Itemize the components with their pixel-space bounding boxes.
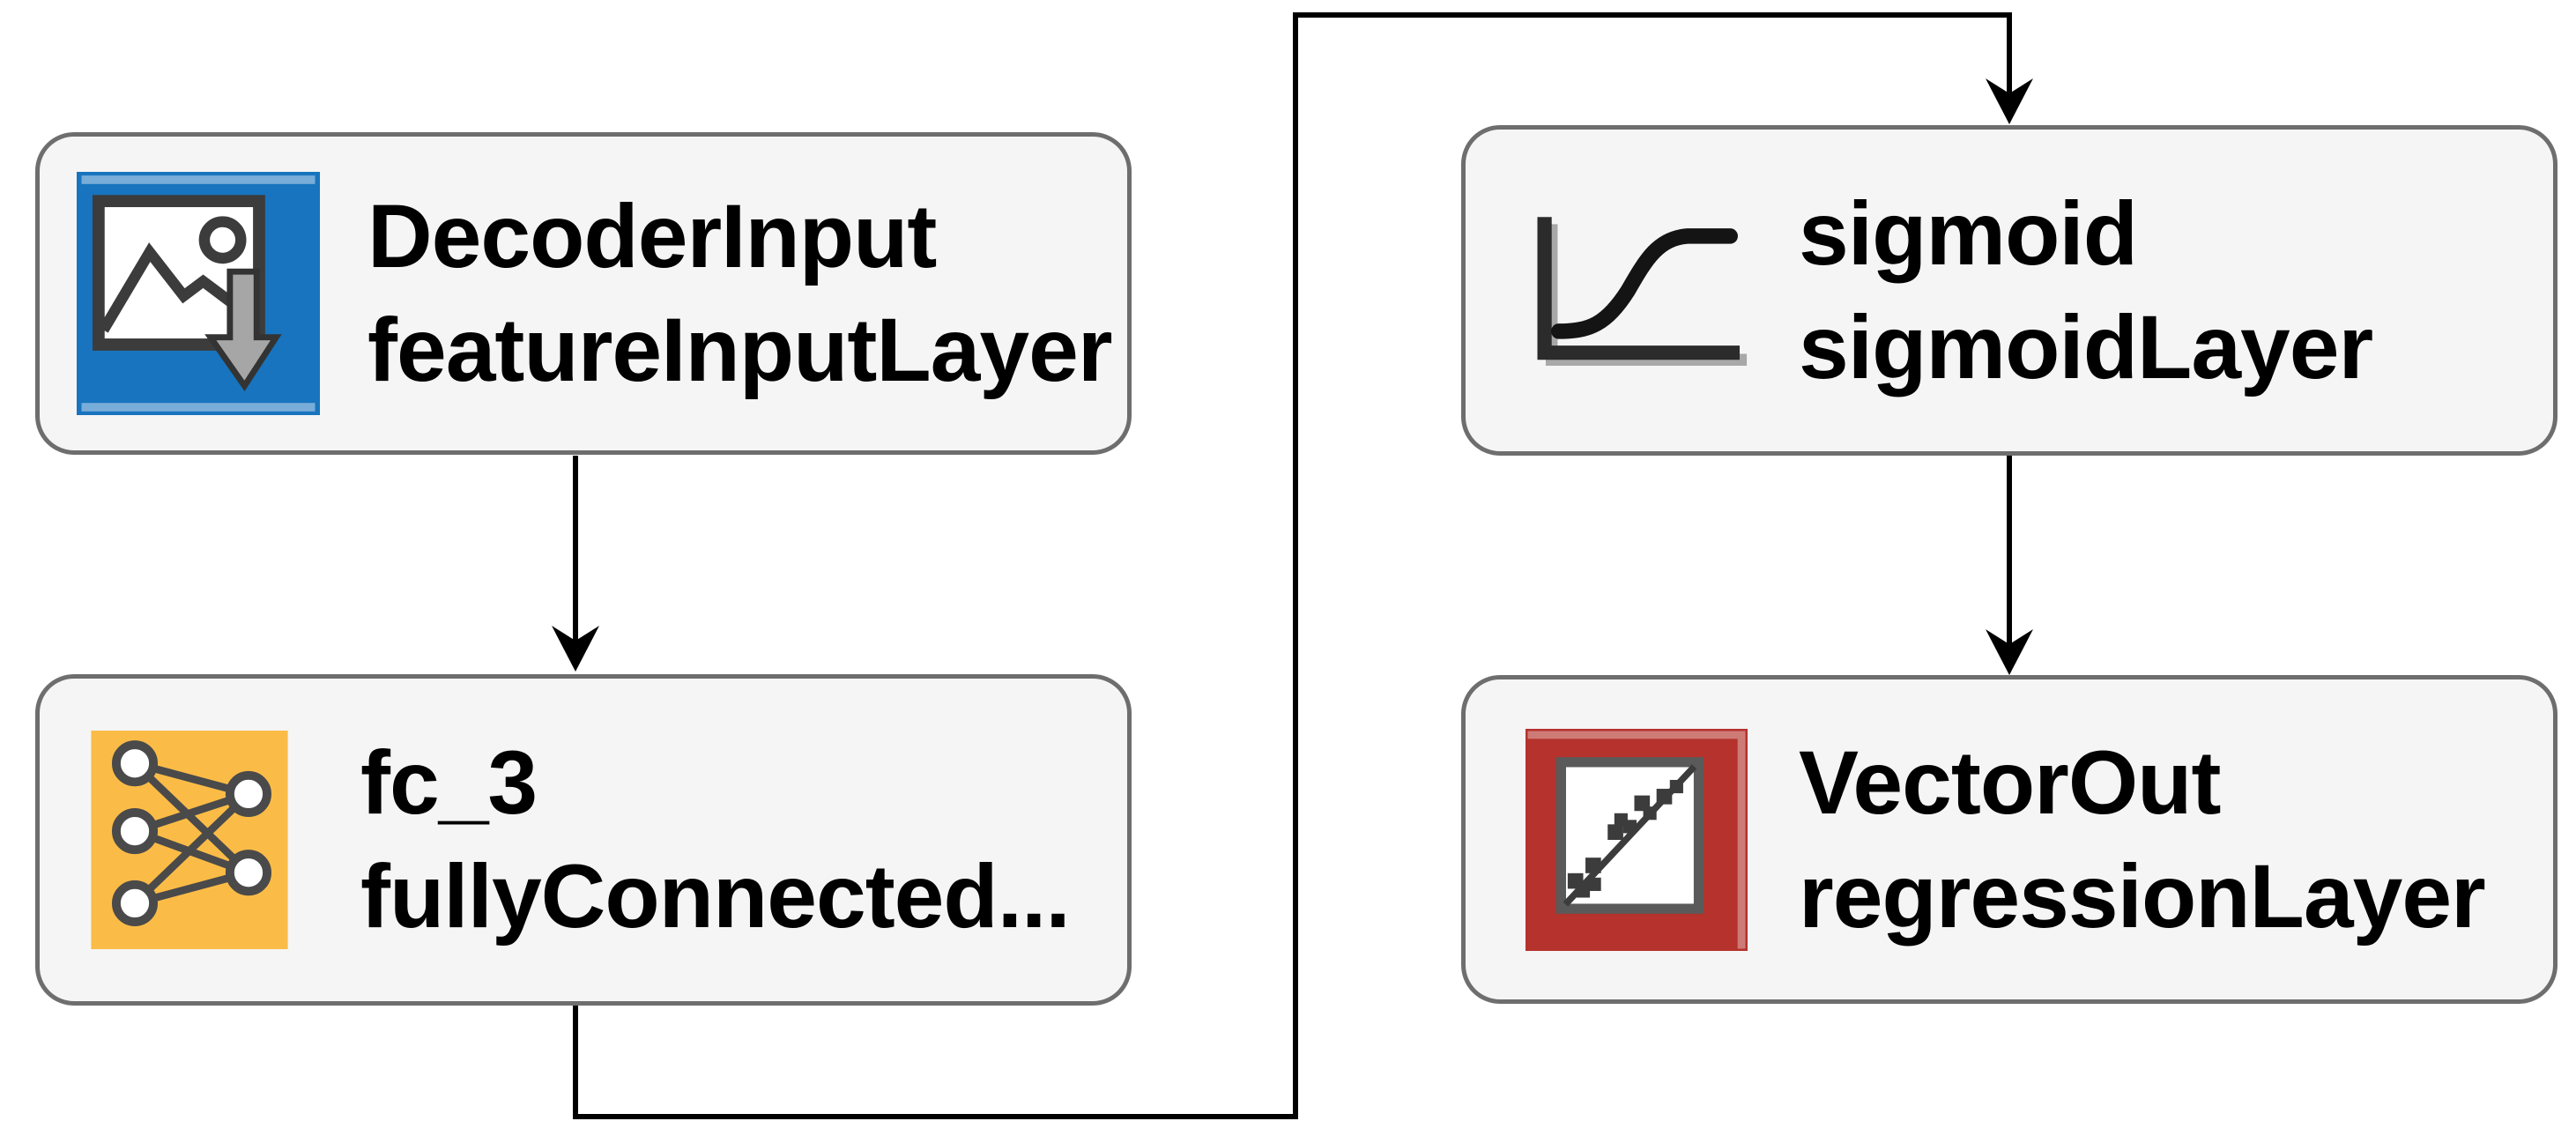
- sigmoid-curve-icon: [1526, 212, 1763, 370]
- layer-type: fullyConnected...: [360, 846, 1071, 947]
- layer-type: sigmoidLayer: [1799, 296, 2373, 397]
- layer-labels: VectorOut regressionLayer: [1799, 726, 2486, 954]
- arrowhead-icon: [1986, 78, 2033, 124]
- layer-type: regressionLayer: [1799, 845, 2486, 947]
- layer-node-fc3[interactable]: fc_3 fullyConnected...: [35, 674, 1132, 1006]
- layer-labels: sigmoid sigmoidLayer: [1799, 177, 2373, 405]
- layer-node-sigmoid[interactable]: sigmoid sigmoidLayer: [1461, 125, 2557, 456]
- layer-labels: fc_3 fullyConnected...: [360, 726, 1071, 954]
- arrowhead-icon: [552, 626, 599, 672]
- layer-name: fc_3: [360, 732, 538, 833]
- layer-name: VectorOut: [1799, 731, 2221, 833]
- arrowhead-icon: [1986, 629, 2033, 675]
- layer-labels: DecoderInput featureInputLayer: [367, 180, 1113, 407]
- edge-fc3-to-sigmoid[interactable]: [573, 12, 2033, 1119]
- edge-decoderinput-to-fc3[interactable]: [552, 456, 599, 672]
- layer-node-vectorout[interactable]: VectorOut regressionLayer: [1461, 675, 2557, 1004]
- layer-name: sigmoid: [1799, 182, 2138, 284]
- edge-sigmoid-to-vectorout[interactable]: [1986, 456, 2033, 675]
- feature-input-icon: [77, 172, 320, 415]
- fully-connected-icon: [91, 731, 288, 949]
- layer-type: featureInputLayer: [367, 300, 1113, 400]
- layer-node-decoderinput[interactable]: DecoderInput featureInputLayer: [35, 132, 1132, 455]
- layer-name: DecoderInput: [367, 186, 937, 286]
- regression-icon: [1526, 728, 1748, 951]
